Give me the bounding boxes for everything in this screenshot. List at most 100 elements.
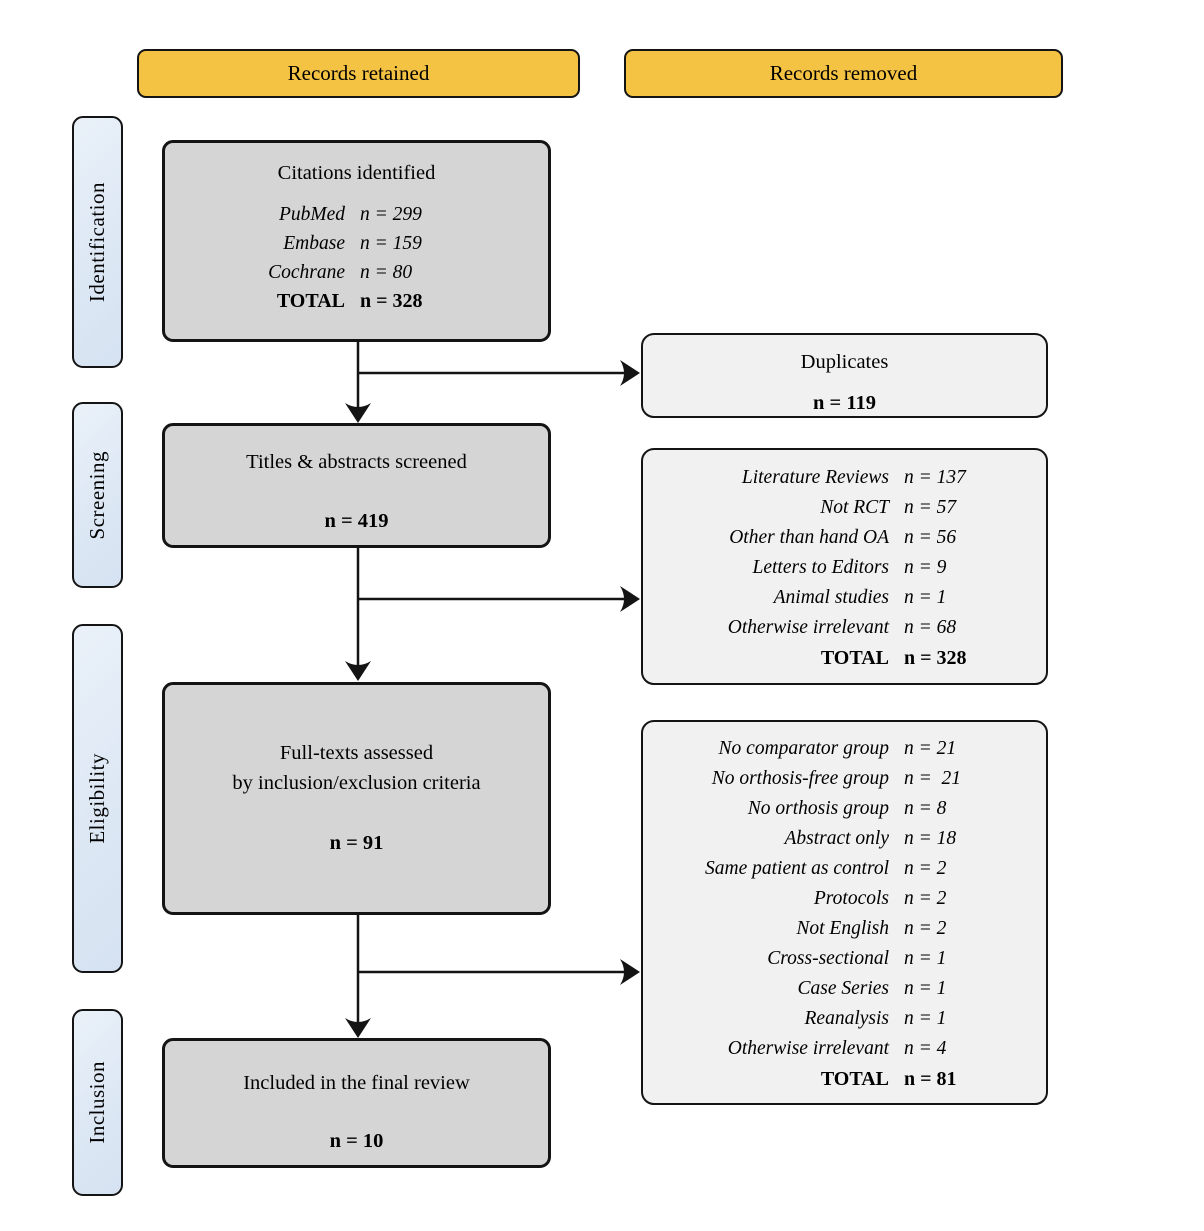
exclusion-row: Abstract only n = 18 — [643, 824, 1046, 854]
column-header-label: Records retained — [287, 61, 430, 85]
box-count: n = 419 — [324, 510, 389, 532]
exclusion-row: TOTAL n = 328 — [643, 643, 1046, 673]
row-label: No comparator group — [718, 738, 889, 759]
stage-label-text: Identification — [85, 181, 109, 303]
row-value: n = 9 — [904, 557, 947, 578]
stage-label-inclusion: Inclusion — [72, 1009, 123, 1196]
row-value: n = 2 — [904, 888, 947, 909]
arrow-eligibility-exclusions-branch — [358, 959, 640, 985]
row-label: Embase — [283, 233, 345, 254]
exclusion-row: Same patient as control n = 2 — [643, 854, 1046, 884]
box-screening-exclusions: Literature Reviews n = 137 Not RCT n = 5… — [641, 448, 1048, 685]
row-value: n = 68 — [904, 617, 957, 638]
exclusion-row: TOTAL n = 81 — [643, 1064, 1046, 1094]
row-label: TOTAL — [820, 1068, 889, 1090]
row-label: TOTAL — [276, 290, 345, 312]
box-title: Citations identified — [277, 162, 436, 184]
arrow-screening-exclusions-branch — [358, 586, 640, 612]
row-value: n = 8 — [904, 798, 947, 819]
stage-label-eligibility: Eligibility — [72, 624, 123, 973]
row-label: No orthosis-free group — [711, 768, 889, 789]
arrow-fulltext-to-included — [345, 915, 371, 1038]
row-value: n = 2 — [904, 918, 947, 939]
box-included-final-review: Included in the final review n = 10 — [162, 1038, 551, 1168]
box-count: n = 119 — [813, 392, 876, 414]
screening-exclusion-list: Literature Reviews n = 137 Not RCT n = 5… — [643, 463, 1046, 673]
row-label: PubMed — [278, 204, 345, 225]
row-label: Same patient as control — [705, 858, 889, 879]
row-label: Cochrane — [268, 262, 345, 283]
arrow-duplicates-branch — [358, 360, 640, 386]
exclusion-row: Otherwise irrelevant n = 4 — [643, 1034, 1046, 1064]
row-value: n = 56 — [904, 527, 957, 548]
row-label: TOTAL — [820, 647, 889, 669]
exclusion-row: Not RCT n = 57 — [643, 493, 1046, 523]
row-value: n = 1 — [904, 587, 947, 608]
exclusion-row: Protocols n = 2 — [643, 884, 1046, 914]
row-label: Cross-sectional — [767, 948, 889, 969]
data-row: Cochrane n = 80 — [165, 258, 548, 287]
row-label: Case Series — [797, 978, 889, 999]
box-fulltexts-assessed: Full-texts assessed by inclusion/exclusi… — [162, 682, 551, 915]
row-value: n = 81 — [904, 1068, 957, 1090]
row-value: n = 21 — [904, 738, 957, 759]
box-titles-abstracts-screened: Titles & abstracts screened n = 419 — [162, 423, 551, 548]
column-header-label: Records removed — [769, 61, 918, 85]
exclusion-row: Animal studies n = 1 — [643, 583, 1046, 613]
column-header-records-retained: Records retained — [137, 49, 580, 98]
data-row: PubMed n = 299 — [165, 200, 548, 229]
row-label: Protocols — [813, 888, 889, 909]
exclusion-row: No orthosis group n = 8 — [643, 794, 1046, 824]
row-value: n = 80 — [360, 262, 413, 283]
data-row: Embase n = 159 — [165, 229, 548, 258]
stage-label-identification: Identification — [72, 116, 123, 368]
row-value: n = 328 — [360, 290, 423, 312]
row-value: n = 4 — [904, 1038, 947, 1059]
exclusion-row: Not English n = 2 — [643, 914, 1046, 944]
row-label: Abstract only — [784, 828, 889, 849]
exclusion-row: Cross-sectional n = 1 — [643, 944, 1046, 974]
row-value: n = 328 — [904, 647, 967, 669]
exclusion-row: Case Series n = 1 — [643, 974, 1046, 1004]
box-title: Full-texts assessed by inclusion/exclusi… — [232, 742, 481, 794]
citations-source-list: PubMed n = 299 Embase n = 159 Cochrane n… — [165, 200, 548, 316]
arrow-citations-to-screened — [345, 342, 371, 423]
stage-label-text: Screening — [85, 450, 109, 540]
row-label: Literature Reviews — [741, 467, 889, 488]
box-eligibility-exclusions: No comparator group n = 21 No orthosis-f… — [641, 720, 1048, 1105]
row-value: n = 57 — [904, 497, 957, 518]
row-value: n = 2 — [904, 858, 947, 879]
row-label: Animal studies — [773, 587, 889, 608]
row-label: Not RCT — [820, 497, 889, 518]
row-value: n = 18 — [904, 828, 957, 849]
row-label: Reanalysis — [804, 1008, 889, 1029]
box-count: n = 10 — [329, 1130, 384, 1152]
row-value: n = 299 — [360, 204, 422, 225]
row-label: Letters to Editors — [752, 557, 889, 578]
row-label: Other than hand OA — [729, 527, 889, 548]
exclusion-row: Literature Reviews n = 137 — [643, 463, 1046, 493]
column-header-records-removed: Records removed — [624, 49, 1063, 98]
exclusion-row: Other than hand OA n = 56 — [643, 523, 1046, 553]
stage-label-screening: Screening — [72, 402, 123, 588]
exclusion-row: No orthosis-free group n = 21 — [643, 764, 1046, 794]
eligibility-exclusion-list: No comparator group n = 21 No orthosis-f… — [643, 734, 1046, 1094]
row-label: Otherwise irrelevant — [727, 1038, 889, 1059]
exclusion-row: Letters to Editors n = 9 — [643, 553, 1046, 583]
box-count: n = 91 — [329, 832, 384, 854]
stage-label-text: Inclusion — [85, 1061, 109, 1144]
row-label: Not English — [796, 918, 889, 939]
row-value: n = 1 — [904, 1008, 947, 1029]
row-value: n = 1 — [904, 978, 947, 999]
row-label: Otherwise irrelevant — [727, 617, 889, 638]
exclusion-row: Otherwise irrelevant n = 68 — [643, 613, 1046, 643]
stage-label-text: Eligibility — [85, 753, 109, 844]
row-value: n = 21 — [904, 768, 962, 789]
box-citations-identified: Citations identified PubMed n = 299 Emba… — [162, 140, 551, 342]
data-row: TOTAL n = 328 — [165, 287, 548, 316]
exclusion-row: No comparator group n = 21 — [643, 734, 1046, 764]
box-duplicates: Duplicates n = 119 — [641, 333, 1048, 418]
row-value: n = 1 — [904, 948, 947, 969]
